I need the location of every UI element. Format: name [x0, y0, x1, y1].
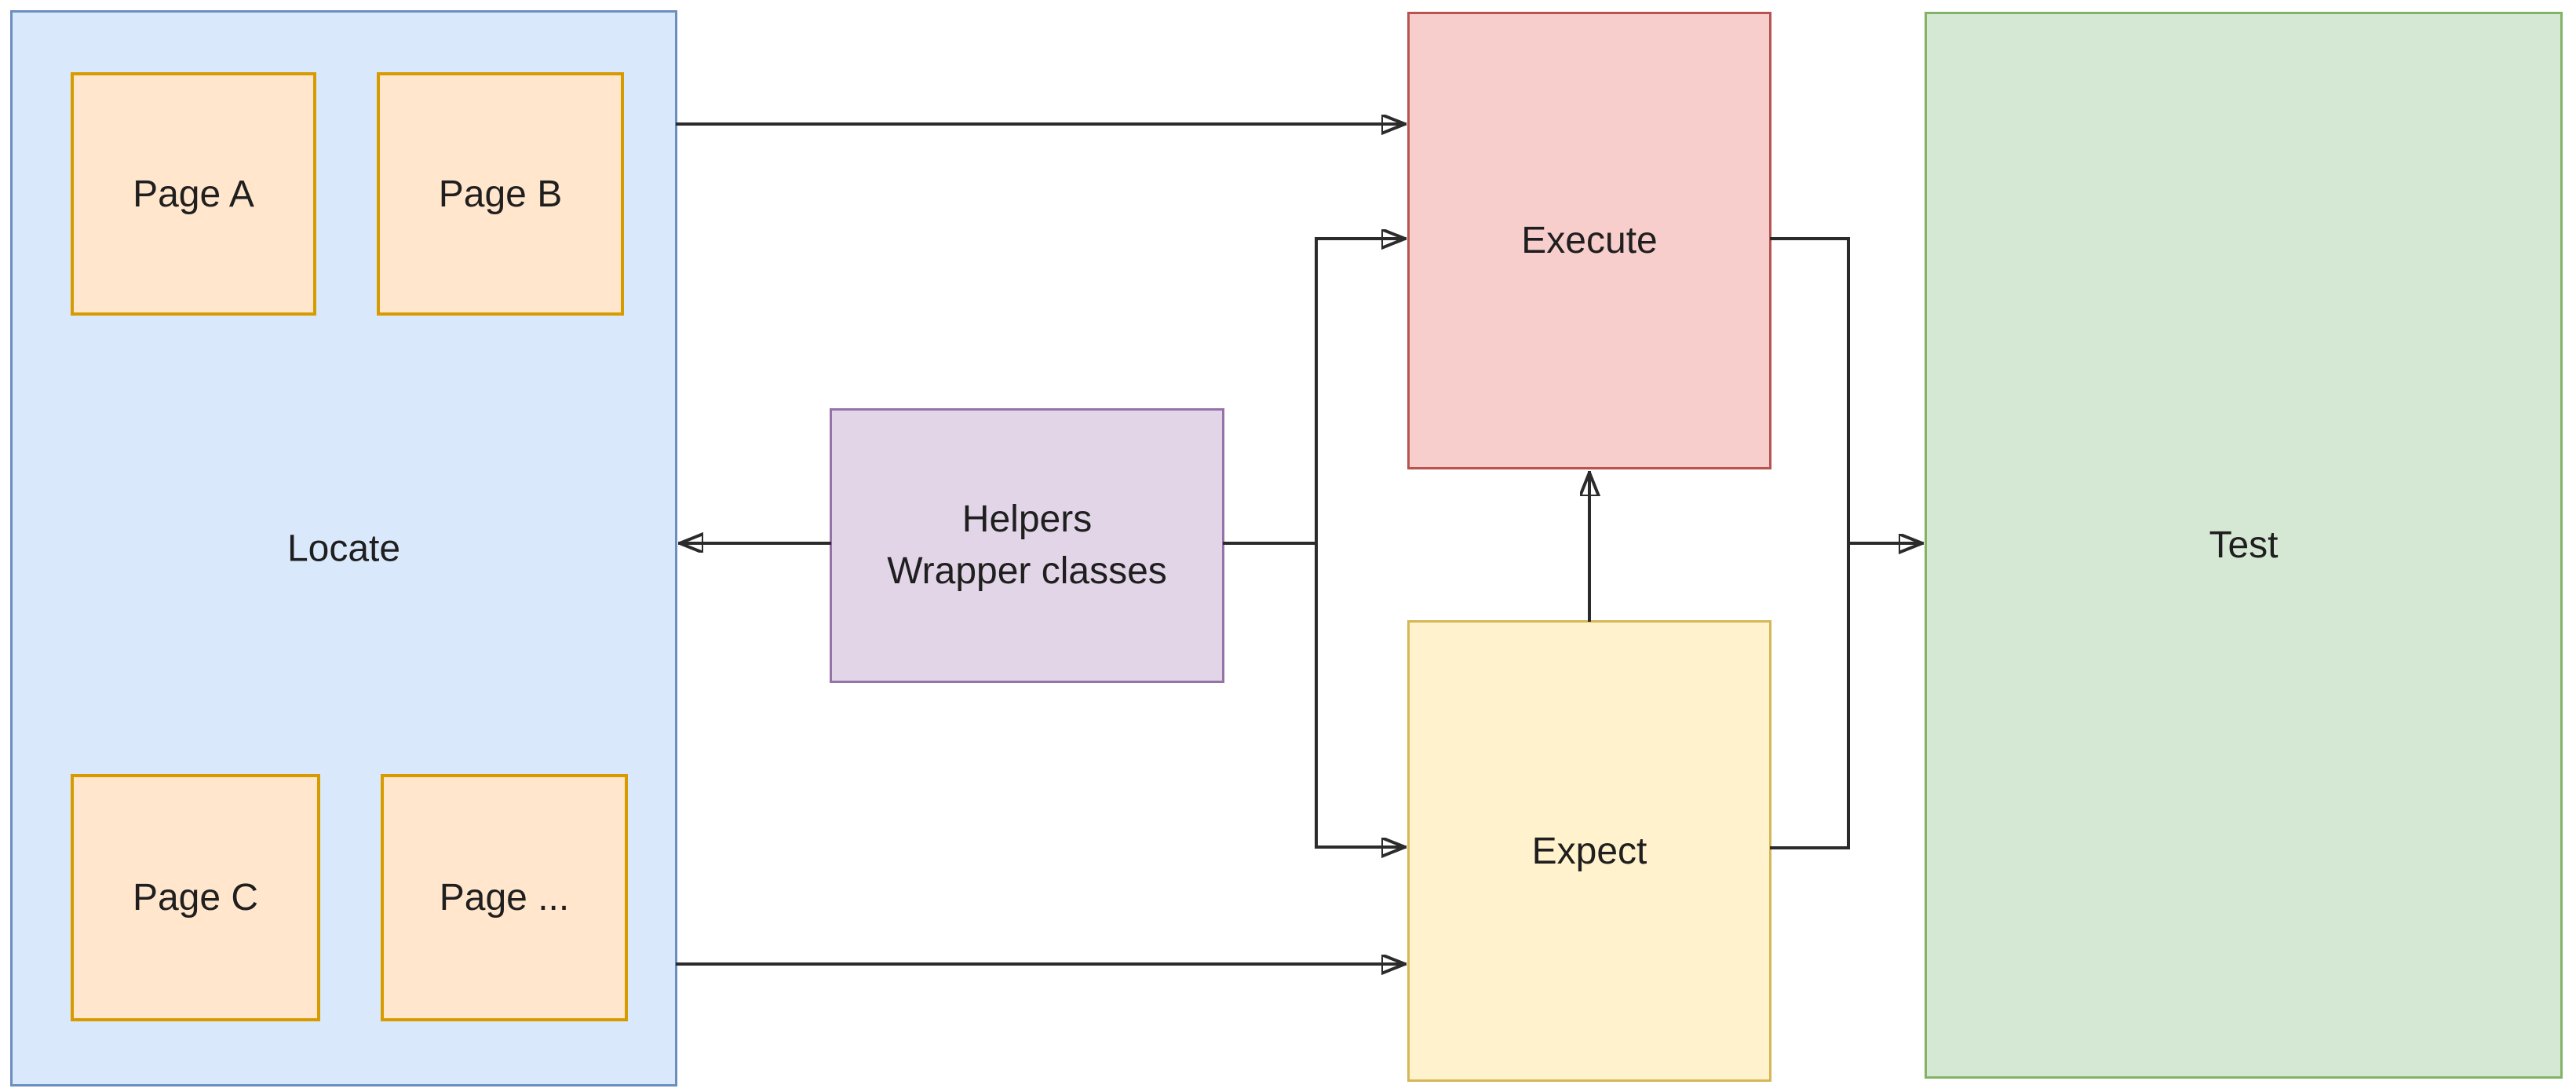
- node-helpers-label-line1: Helpers: [961, 498, 1093, 540]
- node-helpers: Helpers Wrapper classes: [830, 408, 1224, 683]
- node-test: Test: [1925, 12, 2563, 1079]
- node-page-b-label: Page B: [438, 173, 563, 215]
- node-test-label: Test: [2209, 524, 2279, 566]
- node-expect-label: Expect: [1531, 830, 1647, 872]
- node-execute: Execute: [1407, 12, 1771, 469]
- node-helpers-label-line2: Wrapper classes: [887, 550, 1167, 592]
- edge-execute-expect-collector: [1770, 237, 1850, 849]
- node-locate: Page A Page B Page C Page ... Locate: [10, 10, 677, 1087]
- node-page-a: Page A: [71, 72, 316, 316]
- node-page-a-label: Page A: [133, 173, 254, 215]
- node-page-b: Page B: [377, 72, 624, 316]
- node-page-c: Page C: [71, 774, 320, 1021]
- node-expect: Expect: [1407, 620, 1771, 1082]
- node-locate-label: Locate: [286, 528, 401, 569]
- node-page-dots: Page ...: [381, 774, 628, 1021]
- node-execute-label: Execute: [1521, 220, 1658, 261]
- node-page-dots-label: Page ...: [439, 877, 570, 919]
- node-page-c-label: Page C: [132, 877, 259, 919]
